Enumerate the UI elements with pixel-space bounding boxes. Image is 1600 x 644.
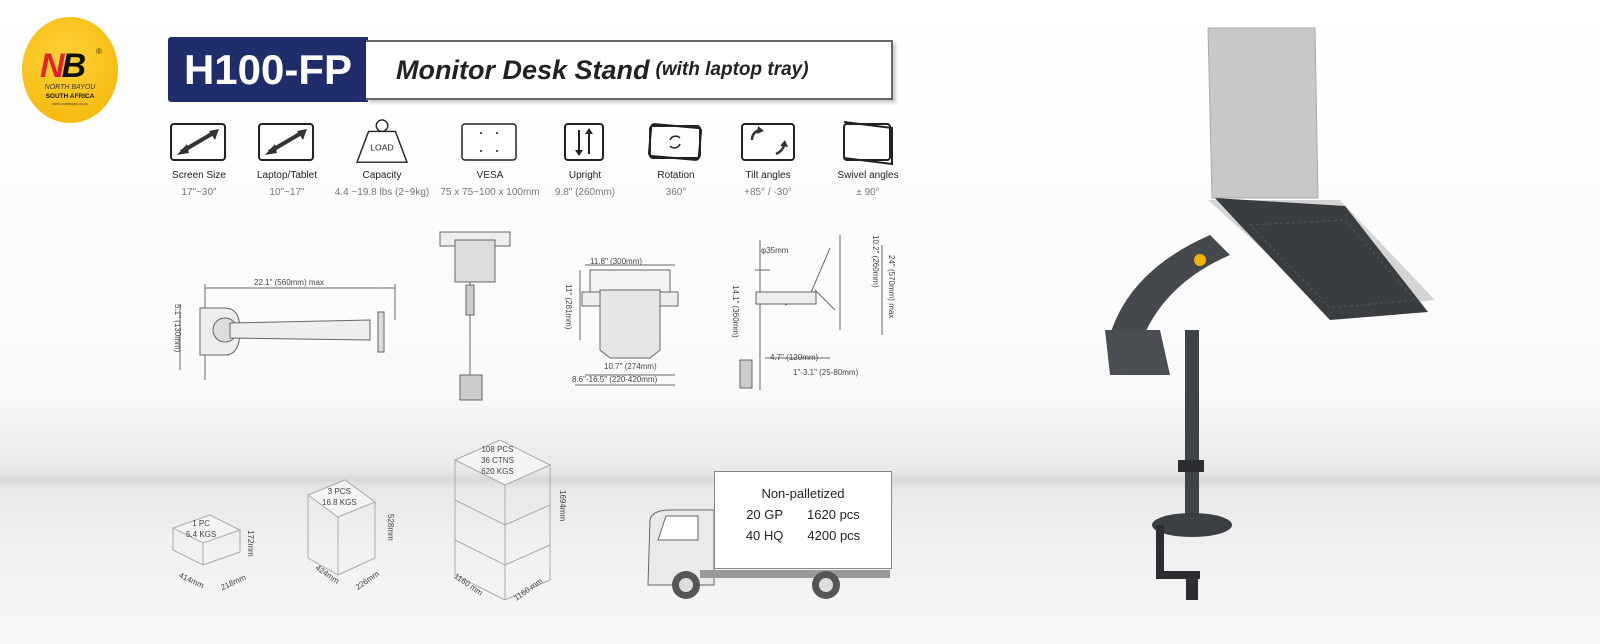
spec-value: 10"~17"	[269, 187, 305, 198]
pack-1-label: 1 PC 5.4 KGS	[186, 518, 216, 540]
dim-tray-width: 11.8" (300mm)	[590, 257, 643, 266]
spec-swivel: Swivel angles ± 90°	[808, 118, 928, 198]
spec-value: +85° / -30°	[744, 187, 792, 198]
container-type: 40 HQ	[745, 528, 784, 543]
desk-clamp	[1152, 513, 1232, 537]
dim-pole-diameter: φ35mm	[761, 246, 789, 255]
packaging-drawings	[171, 440, 552, 600]
tray-drawing	[575, 264, 679, 386]
dim-pole-height: 14.1" (360mm)	[731, 285, 740, 338]
load-text: LOAD	[370, 143, 394, 153]
container-qty: 4200 pcs	[807, 528, 861, 543]
pack-3-weight: 620 KGS	[481, 467, 514, 476]
spec-rotation: Rotation 360°	[616, 118, 736, 198]
pack-3-qty: 108 PCS	[481, 445, 514, 454]
pack-1-weight: 5.4 KGS	[186, 530, 217, 539]
logo-brand-name: NORTH BAYOU	[44, 84, 96, 91]
spec-value: 75 x 75~100 x 100mm	[440, 187, 540, 198]
pack-3-height: 1694mm	[558, 490, 567, 522]
subtitle-text: (with laptop tray)	[655, 59, 809, 80]
dim-tray-height: 11" (281mm)	[564, 284, 573, 330]
registered-mark: ®	[96, 47, 102, 56]
spec-upright: Upright 9.8" (260mm)	[525, 118, 645, 198]
pack-3-cartons: 36 CTNS	[481, 456, 514, 465]
technical-drawings	[179, 231, 883, 401]
spec-label: Rotation	[657, 170, 695, 181]
pack-1-height: 172mm	[246, 530, 255, 557]
screen-size-icon	[170, 123, 226, 161]
spec-capacity: LOAD Capacity 4.4 ~19.8 lbs (2~9kg)	[322, 118, 442, 198]
spec-tilt: Tilt angles +85° / -30°	[708, 118, 828, 198]
spec-screen-size: Screen Size 17"~30"	[139, 118, 259, 198]
spec-vesa: VESA 75 x 75~100 x 100mm	[430, 118, 550, 198]
container-type: 20 GP	[746, 507, 784, 522]
laptop-size-icon	[258, 123, 314, 161]
shipping-row: 20 GP 1620 pcs	[715, 507, 891, 522]
spec-value: 4.4 ~19.8 lbs (2~9kg)	[334, 187, 430, 198]
vesa-icon	[461, 123, 517, 161]
carton-box	[306, 479, 377, 576]
product-title: Monitor Desk Stand (with laptop tray)	[366, 40, 893, 100]
upright-icon	[564, 123, 604, 161]
container-qty: 1620 pcs	[807, 507, 860, 522]
spec-label: Tilt angles	[745, 170, 791, 181]
dim-base-offset: 4.7" (120mm)	[770, 353, 819, 362]
product-image	[1105, 27, 1435, 600]
spec-label: VESA	[476, 170, 504, 181]
load-weight-icon: LOAD	[356, 119, 408, 163]
dim-arm-height: 5.1" (130mm)	[173, 304, 182, 353]
pack-1-qty: 1 PC	[192, 519, 211, 528]
spec-value: 360°	[665, 187, 687, 198]
rotation-icon	[647, 123, 703, 161]
spec-label: Laptop/Tablet	[256, 170, 318, 181]
pack-2-qty: 3 PCS	[327, 487, 351, 496]
truck-icon	[647, 509, 890, 599]
pallet-stack	[453, 440, 552, 600]
tilt-icon	[741, 123, 795, 161]
pack-2-weight: 16.8 KGS	[322, 498, 357, 507]
dim-tray-range: 8.6"-16.5" (220-420mm)	[572, 375, 658, 384]
shipping-info: Non-palletized 20 GP 1620 pcs 40 HQ 4200 p…	[714, 471, 892, 569]
logo-website: www.northbayou.co.za	[52, 102, 88, 106]
spec-laptop-size: Laptop/Tablet 10"~17"	[227, 118, 347, 198]
spec-value: ± 90°	[856, 187, 880, 198]
dim-max-height: 24" (570mm) max	[887, 255, 896, 319]
spec-value: 9.8" (260mm)	[554, 187, 616, 198]
front-view-drawing	[439, 231, 511, 401]
title-text: Monitor Desk Stand	[396, 54, 650, 85]
spec-label: Screen Size	[172, 170, 226, 181]
pack-2-label: 3 PCS 16.8 KGS	[322, 486, 357, 508]
spec-label: Capacity	[362, 170, 402, 181]
spec-label: Swivel angles	[837, 170, 899, 181]
pack-2-height: 528mm	[386, 514, 395, 541]
dim-clamp-range: 1"-3.1" (25-80mm)	[793, 368, 859, 377]
dim-tray-inner: 10.7" (274mm)	[604, 362, 657, 371]
logo-region: SOUTH AFRICA	[45, 93, 95, 100]
model-number: H100-FP	[168, 37, 368, 102]
brand-logo: NB ® NORTH BAYOU SOUTH AFRICA www.northb…	[22, 17, 118, 123]
swivel-icon	[843, 121, 893, 166]
side-view-drawing	[739, 235, 883, 390]
shipping-title: Non-palletized	[761, 486, 845, 501]
top-view-drawing	[179, 284, 396, 380]
laptop-tray	[1215, 198, 1428, 320]
spec-label: Upright	[568, 170, 602, 181]
single-box	[171, 514, 242, 566]
pole	[1185, 330, 1199, 520]
shipping-row: 40 HQ 4200 pcs	[715, 528, 891, 543]
pack-3-label: 108 PCS 36 CTNS 620 KGS	[481, 444, 514, 477]
dim-arm-reach: 22.1" (560mm) max	[254, 278, 324, 287]
spec-value: 17"~30"	[181, 187, 217, 198]
dim-arm-vertical: 10.2" (260mm)	[871, 235, 880, 288]
laptop-screen	[1207, 27, 1319, 199]
